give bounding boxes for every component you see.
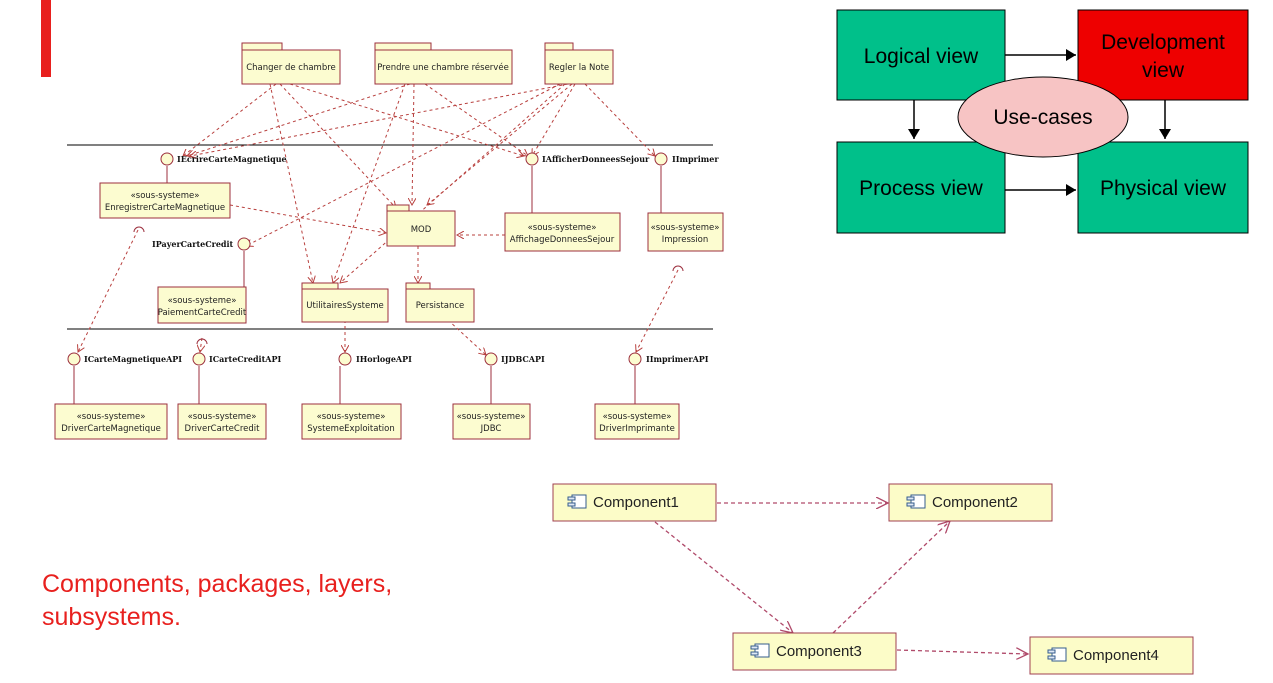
process-view-label: Process view <box>859 177 984 200</box>
interface-ijdbc: IJDBCAPI <box>484 352 545 366</box>
component2: Component2 <box>888 483 1053 522</box>
subsystem-driver-carte-magnetique: «sous-systeme» DriverCarteMagnetique <box>54 403 168 440</box>
views-diagram: Logical view Development view Process vi… <box>836 9 1249 234</box>
subsystem-name: SystemeExploitation <box>307 424 394 434</box>
package-mod: MOD <box>386 204 456 247</box>
use-cases-ellipse: Use-cases <box>957 76 1129 158</box>
stereotype-label: «sous-systeme» <box>603 412 672 422</box>
stereotype-label: «sous-systeme» <box>188 412 257 422</box>
logical-view-label: Logical view <box>864 45 979 68</box>
package-label: Prendre une chambre réservée <box>377 62 509 73</box>
subsystem-name: PaiementCarteCredit <box>158 308 247 318</box>
subsystem-enregistrer: «sous-systeme» EnregistrerCarteMagnetiqu… <box>99 182 231 219</box>
interface-label: IJDBCAPI <box>501 354 545 364</box>
package-label: Regler la Note <box>549 63 609 73</box>
slide-caption: Components, packages, layers, subsystems… <box>42 570 393 631</box>
component-label: Component2 <box>932 494 1018 511</box>
package-label: Changer de chambre <box>246 63 336 73</box>
subsystem-name: DriverCarteCredit <box>185 424 261 434</box>
package-changer-de-chambre: Changer de chambre <box>241 42 341 85</box>
stereotype-label: «sous-systeme» <box>168 296 237 306</box>
subsystem-name: AffichageDonneesSejour <box>510 235 615 245</box>
package-persistance: Persistance <box>405 282 475 323</box>
interface-label: IPayerCarteCredit <box>152 239 234 249</box>
accent-bar <box>41 0 51 77</box>
subsystem-name: JDBC <box>480 424 502 434</box>
uml-layer-diagram: Changer de chambre Prendre une chambre r… <box>54 42 724 440</box>
component-diagram: Component1 Component2 Component3 <box>552 483 1194 675</box>
interface-iimprimer: IImprimer <box>654 152 719 166</box>
stereotype-label: «sous-systeme» <box>528 223 597 233</box>
interface-label: IAfficherDonneesSejour <box>542 154 650 164</box>
component-label: Component4 <box>1073 647 1159 664</box>
interface-icartemag: ICarteMagnetiqueAPI <box>67 352 182 366</box>
package-label: Persistance <box>416 301 465 311</box>
subsystem-systeme-exploitation: «sous-systeme» SystemeExploitation <box>301 403 402 440</box>
component1: Component1 <box>552 483 717 522</box>
component-label: Component3 <box>776 643 862 660</box>
component-label: Component1 <box>593 494 679 511</box>
stereotype-label: «sous-systeme» <box>457 412 526 422</box>
subsystem-impression: «sous-systeme» Impression <box>647 212 724 252</box>
logical-view-box: Logical view <box>836 9 1006 101</box>
stereotype-label: «sous-systeme» <box>651 223 720 233</box>
package-prendre-chambre: Prendre une chambre réservée <box>374 42 513 85</box>
interface-label: IEcrireCarteMagnetique <box>177 154 287 164</box>
interface-iimprimerapi: IImprimerAPI <box>628 352 709 366</box>
component3: Component3 <box>732 632 897 671</box>
package-label: MOD <box>411 225 432 235</box>
development-view-label-2: view <box>1142 59 1185 82</box>
subsystem-name: DriverImprimante <box>599 424 675 434</box>
component-icon <box>750 643 770 658</box>
subsystem-name: EnregistrerCarteMagnetique <box>105 203 225 213</box>
component4: Component4 <box>1029 636 1194 675</box>
dependency-arrows <box>78 83 679 355</box>
interface-ihorloge: IHorlogeAPI <box>338 352 412 366</box>
interface-iafficher: IAfficherDonneesSejour <box>525 152 650 166</box>
interface-icartecc: ICarteCreditAPI <box>192 352 282 366</box>
subsystem-name: Impression <box>662 235 709 245</box>
subsystem-driver-carte-credit: «sous-systeme» DriverCarteCredit <box>177 403 267 440</box>
interface-label: ICarteCreditAPI <box>209 354 282 364</box>
use-cases-label: Use-cases <box>993 106 1092 129</box>
interface-iecrire: IEcrireCarteMagnetique <box>160 152 287 166</box>
subsystem-paiement: «sous-systeme» PaiementCarteCredit <box>157 286 247 324</box>
stereotype-label: «sous-systeme» <box>317 412 386 422</box>
package-label: UtilitairesSysteme <box>306 301 383 311</box>
realization-lines <box>73 166 684 404</box>
component-icon <box>1047 647 1067 662</box>
interface-ipayer: IPayerCarteCredit <box>152 237 251 251</box>
development-view-box: Development view <box>1077 9 1249 101</box>
process-view-box: Process view <box>836 141 1006 234</box>
interface-label: ICarteMagnetiqueAPI <box>84 354 182 364</box>
stereotype-label: «sous-systeme» <box>131 191 200 201</box>
subsystem-driver-imprimante: «sous-systeme» DriverImprimante <box>594 403 680 440</box>
package-regler-la-note: Regler la Note <box>544 42 614 85</box>
package-utilitaires: UtilitairesSysteme <box>301 282 389 323</box>
stereotype-label: «sous-systeme» <box>77 412 146 422</box>
interface-label: IImprimer <box>672 154 719 164</box>
subsystem-name: DriverCarteMagnetique <box>61 424 161 434</box>
physical-view-label: Physical view <box>1100 177 1227 200</box>
interface-label: IImprimerAPI <box>646 354 709 364</box>
interface-label: IHorlogeAPI <box>356 354 412 364</box>
development-view-label: Development <box>1101 31 1225 54</box>
physical-view-box: Physical view <box>1077 141 1249 234</box>
component-icon <box>567 494 587 509</box>
subsystem-affichage: «sous-systeme» AffichageDonneesSejour <box>504 212 621 252</box>
subsystem-jdbc: «sous-systeme» JDBC <box>452 403 531 440</box>
component-icon <box>906 494 926 509</box>
